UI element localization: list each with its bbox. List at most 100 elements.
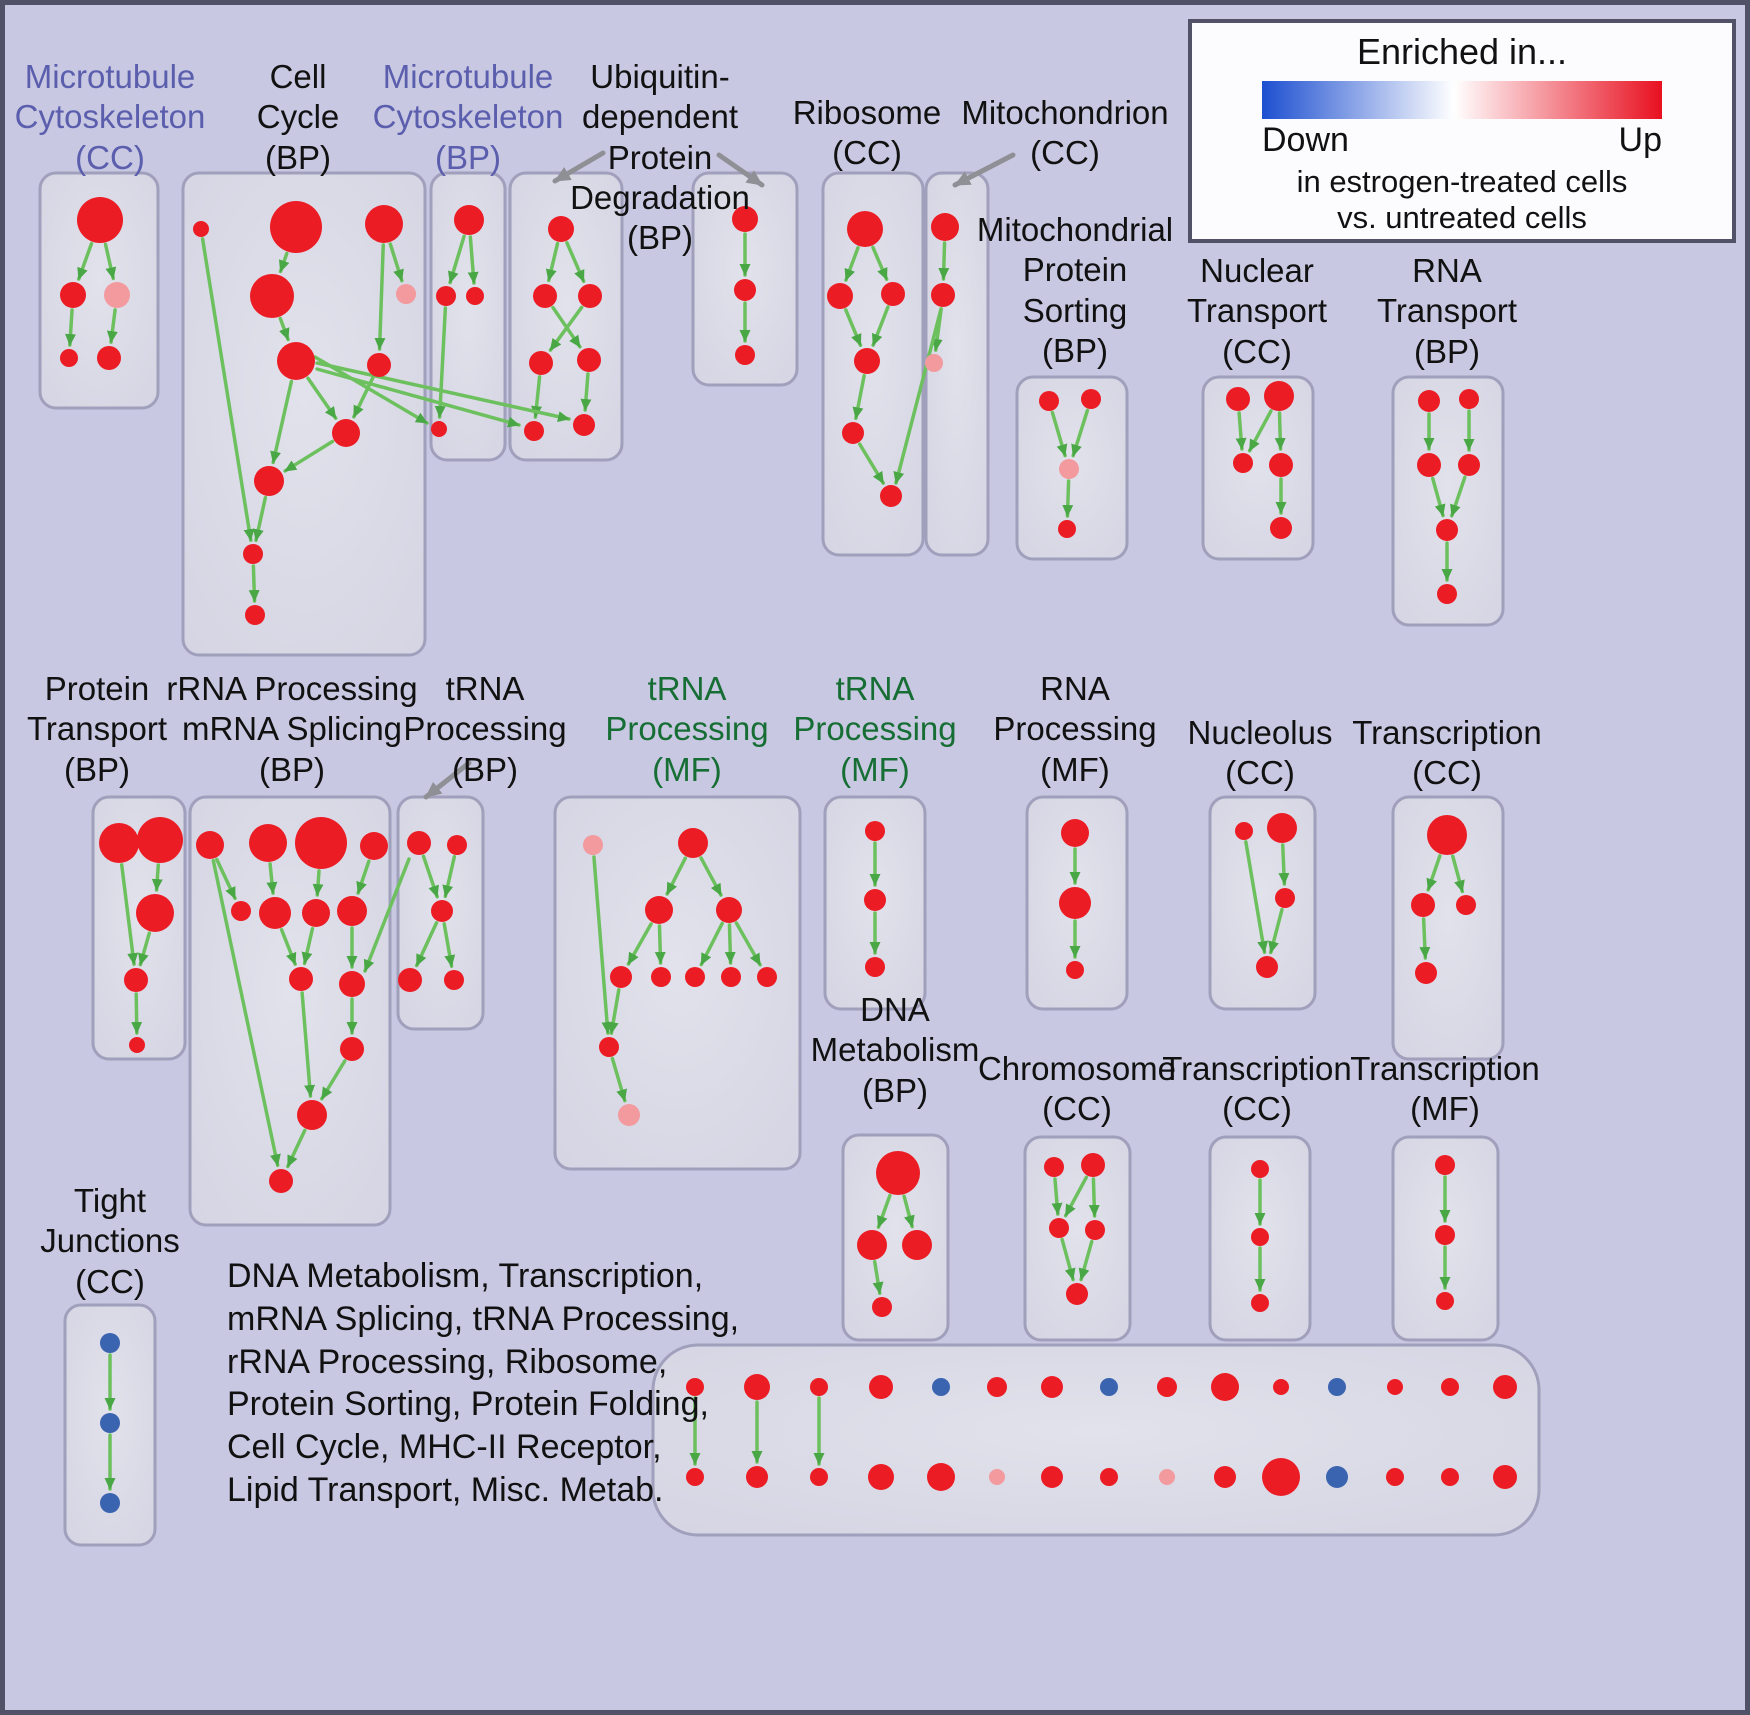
gene-node-red <box>277 342 315 380</box>
gene-node-red <box>1049 1218 1069 1238</box>
cluster-box-nuclear-transport-cc <box>1201 375 1315 561</box>
gene-node-red <box>533 284 557 308</box>
gene-node-red <box>249 824 287 862</box>
edge-arrow <box>320 1059 347 1101</box>
gene-node-red <box>847 211 883 247</box>
edge-arrow <box>131 992 143 1035</box>
edge-arrow <box>434 306 448 419</box>
gene-node-red <box>810 1468 828 1486</box>
gene-node-red <box>810 1378 828 1396</box>
gene-node-red <box>578 284 602 308</box>
edge-arrow <box>283 439 335 473</box>
edge-arrow <box>902 1194 915 1229</box>
label-pointer-arrow <box>552 150 606 184</box>
gene-node-red <box>987 1377 1007 1397</box>
gene-node-red <box>716 897 742 923</box>
cross-cluster-edge <box>313 355 429 425</box>
gene-node-pink <box>104 282 130 308</box>
gene-node-red <box>431 900 453 922</box>
gene-node-red <box>259 897 291 929</box>
gene-node-red <box>1436 1292 1454 1310</box>
gene-node-red <box>869 1375 893 1399</box>
cross-cluster-edge <box>893 307 943 485</box>
gene-node-red <box>1459 389 1479 409</box>
cluster-box-transcription-cc-upper <box>1391 795 1505 1061</box>
gene-node-red <box>734 279 756 301</box>
gene-node-red <box>1044 1157 1064 1177</box>
gene-node-red <box>529 351 553 375</box>
gene-node-red <box>1041 1376 1063 1398</box>
gene-node-red <box>732 206 758 232</box>
legend-title: Enriched in... <box>1356 31 1568 72</box>
edge-arrow <box>119 863 139 966</box>
gene-node-blue <box>1328 1378 1346 1396</box>
edge-arrow <box>421 854 439 899</box>
gene-node-red <box>1269 453 1293 477</box>
edge-arrow <box>1235 411 1247 451</box>
edge-arrow <box>306 376 338 420</box>
edge-arrow <box>151 863 163 892</box>
legend-note-line2: vs. untreated cells <box>1337 199 1587 235</box>
gene-node-red <box>548 216 574 242</box>
edge-arrow <box>610 1056 627 1103</box>
gene-node-red <box>1211 1373 1239 1401</box>
cluster-box-rna-transport-bp <box>1391 375 1505 627</box>
gene-node-red <box>1157 1377 1177 1397</box>
gene-node-red <box>60 282 86 308</box>
gene-node-blue <box>932 1378 950 1396</box>
edge-arrow <box>1062 479 1074 518</box>
gene-node-red <box>447 835 467 855</box>
legend-note-line1: in estrogen-treated cells <box>1296 164 1628 199</box>
cluster-box-microtubule-cytoskeleton-bp <box>429 171 507 462</box>
gene-node-red <box>524 421 544 441</box>
gene-node-red <box>1226 387 1250 411</box>
gene-node-red <box>1441 1468 1459 1486</box>
edge-arrow <box>252 495 268 543</box>
gene-node-red <box>1493 1375 1517 1399</box>
gene-node-blue <box>100 1413 120 1433</box>
edge-arrow <box>872 1260 884 1295</box>
gene-node-red <box>431 421 447 437</box>
cross-cluster-edge <box>363 857 411 973</box>
gene-node-red <box>735 345 755 365</box>
cluster-box-nucleolus-cc <box>1208 795 1317 1011</box>
legend-extremes-row: Down Up <box>1262 121 1662 160</box>
gene-node-red <box>881 282 905 306</box>
edge-arrow <box>1247 409 1273 453</box>
cluster-box-misc-functional-groups <box>651 1343 1541 1537</box>
gene-node-red <box>1262 1458 1300 1496</box>
gene-node-red <box>1267 813 1297 843</box>
edge-arrow <box>1268 907 1284 955</box>
gene-node-red <box>332 419 360 447</box>
gene-node-red <box>685 967 705 987</box>
gene-node-red <box>902 1230 932 1260</box>
edge-arrow <box>1274 411 1286 451</box>
gene-node-pink <box>583 835 603 855</box>
edge-arrow <box>414 921 439 968</box>
gene-node-red <box>60 349 78 367</box>
edge-arrow <box>1071 408 1090 458</box>
edge-arrow <box>1430 476 1446 518</box>
gene-node-pink <box>618 1104 640 1126</box>
gene-node-red <box>295 817 347 869</box>
edge-arrow <box>607 988 621 1035</box>
gene-node-blue <box>100 1333 120 1353</box>
gene-node-red <box>1081 1153 1105 1177</box>
gene-node-red <box>1100 1468 1118 1486</box>
gene-node-red <box>931 213 959 241</box>
gene-node-red <box>686 1468 704 1486</box>
edge-arrow <box>871 245 889 282</box>
edge-arrow <box>592 855 613 1035</box>
gene-node-red <box>1214 1466 1236 1488</box>
gene-node-red <box>927 1463 955 1491</box>
edge-arrow <box>1051 1177 1063 1216</box>
gene-node-red <box>1436 519 1458 541</box>
gene-node-pink <box>1059 459 1079 479</box>
edge-arrow <box>871 305 890 347</box>
gene-node-red <box>1273 1379 1289 1395</box>
gene-node-red <box>360 832 388 860</box>
gene-node-red <box>339 971 365 997</box>
gene-node-red <box>1058 520 1076 538</box>
edge-arrow <box>442 922 456 968</box>
